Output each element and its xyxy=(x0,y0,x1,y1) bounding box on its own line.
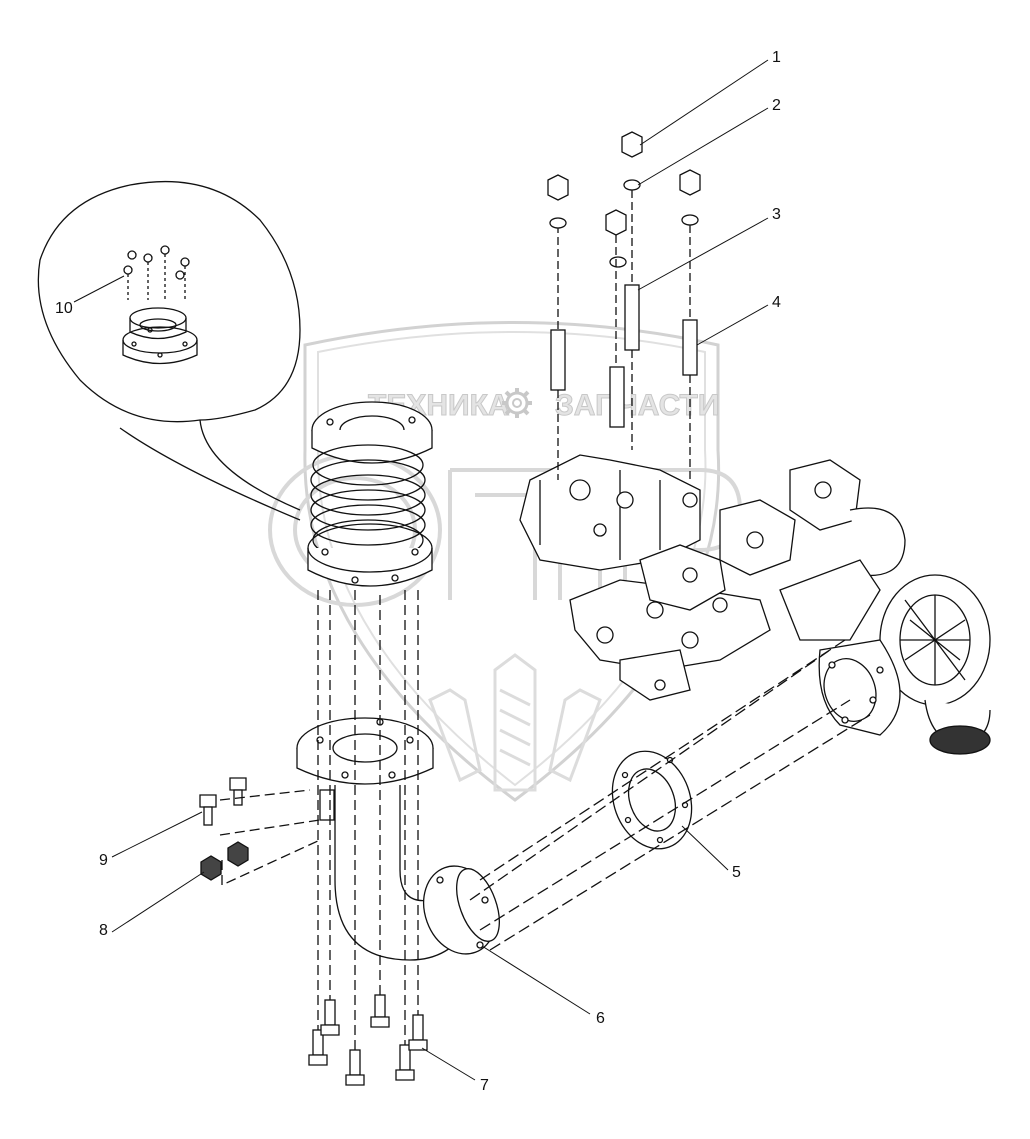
nut xyxy=(547,174,569,201)
nut xyxy=(227,841,249,867)
detail-flange-part xyxy=(122,307,198,365)
nut xyxy=(621,131,643,158)
gasket xyxy=(611,750,693,850)
stud xyxy=(609,366,625,428)
callout-8: 8 xyxy=(99,922,108,939)
bolt xyxy=(370,994,390,1028)
washer xyxy=(623,179,641,191)
bolt xyxy=(199,794,217,826)
callout-7: 7 xyxy=(480,1077,489,1094)
turbocharger xyxy=(818,574,991,755)
stud xyxy=(624,284,640,351)
callout-5: 5 xyxy=(732,864,741,881)
fasteners-top xyxy=(547,131,701,480)
stud xyxy=(682,319,698,376)
bellows-compensator xyxy=(307,401,433,587)
stud xyxy=(550,329,566,391)
bolt xyxy=(345,1049,365,1086)
bolt xyxy=(408,1014,428,1051)
elbow-pipe xyxy=(296,717,500,961)
callout-9: 9 xyxy=(99,852,108,869)
callout-4: 4 xyxy=(772,294,781,311)
nut xyxy=(605,209,627,236)
callout-1: 1 xyxy=(772,49,781,66)
callout-2: 2 xyxy=(772,97,781,114)
bolt xyxy=(308,1029,328,1066)
bolt xyxy=(320,999,340,1036)
bolt xyxy=(229,777,247,806)
exhaust-manifold xyxy=(519,454,991,755)
washer xyxy=(549,217,567,229)
bolt xyxy=(395,1044,415,1081)
detail-nuts xyxy=(123,245,190,300)
watermark-wheat xyxy=(428,653,602,792)
gear-icon xyxy=(502,388,532,418)
nut xyxy=(679,169,701,196)
leader-lines xyxy=(73,59,769,1081)
watermark-text-right: ЗАПЧАСТИ xyxy=(555,389,719,422)
washer xyxy=(609,256,627,268)
washer xyxy=(681,214,699,226)
fasteners-bottom xyxy=(199,590,871,1086)
detail-magnifier xyxy=(37,180,301,521)
callout-labels: 1 2 3 4 5 6 7 8 9 10 xyxy=(55,49,781,1094)
nut xyxy=(200,855,222,881)
callout-6: 6 xyxy=(596,1010,605,1027)
callout-3: 3 xyxy=(772,206,781,223)
callout-10: 10 xyxy=(55,300,73,317)
